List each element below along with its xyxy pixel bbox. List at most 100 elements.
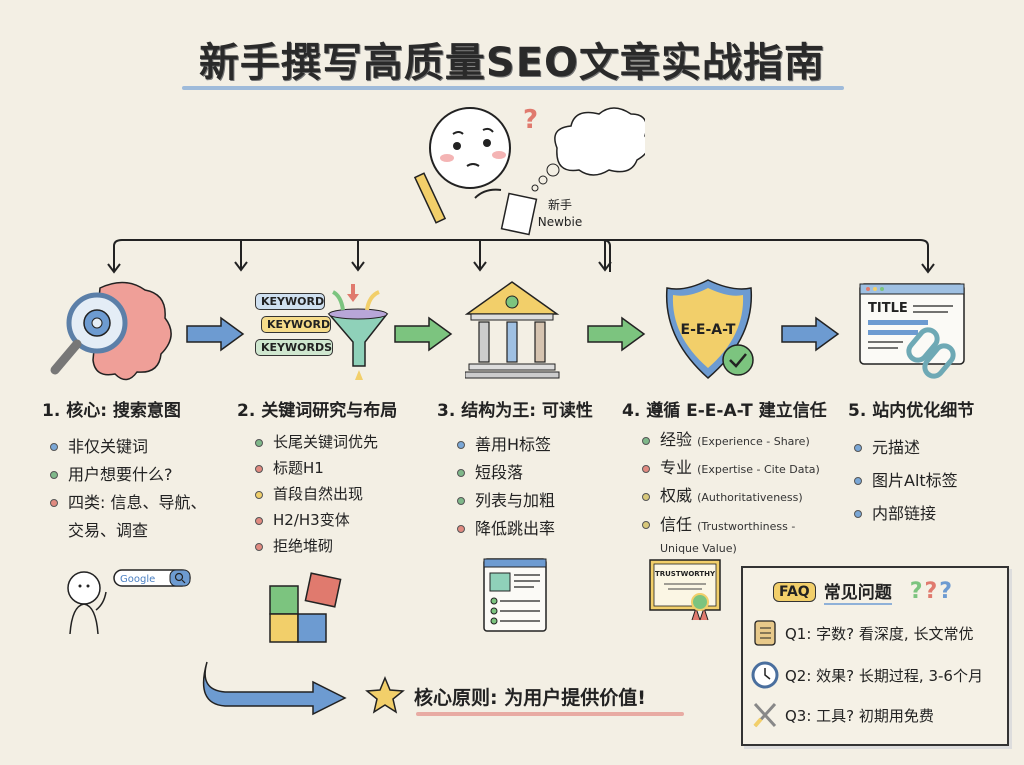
- bullet-dot-icon: [50, 471, 58, 479]
- list-item: 短段落: [457, 459, 617, 487]
- bullet-list: 长尾关键词优先 标题H1 首段自然出现 H2/H3变体 拒绝堆砌: [255, 429, 437, 559]
- list-item-text: 专业: [660, 458, 693, 477]
- bullet-dot-icon: [642, 465, 650, 473]
- eeat-shield-icon: E-E-A-T: [665, 279, 754, 379]
- list-item-english: (Trustworthiness - Unique Value): [660, 520, 796, 555]
- curved-arrow-icon: [202, 661, 347, 716]
- list-item-english: (Experience - Share): [697, 435, 810, 448]
- keyword-tag: KEYWORD: [255, 293, 325, 310]
- funnel-icon: [327, 284, 389, 380]
- bullet-list: 善用H标签 短段落 列表与加粗 降低跳出率: [457, 431, 617, 543]
- tools-icon: [753, 702, 777, 728]
- bullet-dot-icon: [642, 437, 650, 445]
- list-item-text: 拒绝堆砌: [273, 537, 334, 555]
- browser-title-link-icon: TITLE: [859, 283, 965, 379]
- svg-text:E-E-A-T: E-E-A-T: [681, 322, 736, 338]
- column-search-intent: 1. 核心: 搜索意图 非仅关键词 用户想要什么? 四类: 信息、导航、交易、调…: [42, 396, 222, 545]
- newbie-label-en: Newbie: [537, 215, 583, 229]
- faq-question: Q2: 效果? 长期过程, 3-6个月: [751, 660, 983, 690]
- list-item-text: 短段落: [475, 463, 524, 482]
- list-item-text: 四类: 信息、导航、交易、调查: [68, 493, 207, 540]
- list-item: 图片Alt标签: [854, 464, 1018, 497]
- bullet-dot-icon: [255, 517, 263, 525]
- principle-underline: [416, 712, 684, 716]
- arrow-right-icon: [781, 316, 840, 352]
- list-item-text: 用户想要什么?: [68, 465, 173, 484]
- bullet-dot-icon: [457, 497, 465, 505]
- brain-magnifier-gear-icon: [50, 281, 172, 381]
- list-item: 列表与加粗: [457, 487, 617, 515]
- faq-box: FAQ 常见问题 ??? Q1: 字数? 看深度, 长文常优 Q2: 效果? 长…: [741, 566, 1009, 746]
- column-structure: 3. 结构为王: 可读性 善用H标签 短段落 列表与加粗 降低跳出率: [437, 396, 617, 543]
- list-item: 善用H标签: [457, 431, 617, 459]
- bullet-dot-icon: [457, 441, 465, 449]
- list-item: 首段自然出现: [255, 481, 437, 507]
- list-item: 专业 (Expertise - Cite Data): [642, 455, 832, 483]
- svg-text:TITLE: TITLE: [868, 301, 908, 316]
- bullet-dot-icon: [457, 525, 465, 533]
- list-item: 标题H1: [255, 455, 437, 481]
- bullet-dot-icon: [255, 465, 263, 473]
- newbie-label-cn: 新手: [547, 198, 572, 212]
- certificate-icon: TRUSTWORTHY: [649, 559, 721, 621]
- list-item-text: 信任: [660, 515, 693, 534]
- faq-header: FAQ 常见问题 ???: [773, 578, 954, 605]
- bullet-list: 经验 (Experience - Share) 专业 (Expertise - …: [642, 427, 832, 559]
- list-item: 经验 (Experience - Share): [642, 427, 832, 455]
- arrow-right-icon: [587, 316, 646, 352]
- list-item-text: 列表与加粗: [475, 491, 556, 510]
- column-eeat: 4. 遵循 E-E-A-T 建立信任 经验 (Experience - Shar…: [622, 396, 832, 559]
- column-keyword-research: 2. 关键词研究与布局 长尾关键词优先 标题H1 首段自然出现 H2/H3变体 …: [237, 396, 437, 559]
- bullet-dot-icon: [255, 491, 263, 499]
- puzzle-icon: [269, 572, 342, 643]
- list-item-english: (Expertise - Cite Data): [697, 463, 820, 476]
- list-item-text: 标题H1: [273, 459, 324, 477]
- core-principle: 核心原则: 为用户提供价值!: [414, 687, 646, 709]
- list-item-text: 善用H标签: [475, 435, 552, 454]
- bullet-dot-icon: [854, 477, 862, 485]
- list-item-text: 长尾关键词优先: [273, 433, 379, 451]
- arrow-right-icon: [394, 316, 453, 352]
- list-item: 非仅关键词: [50, 433, 222, 461]
- column-onpage: 5. 站内优化细节 元描述 图片Alt标签 内部链接: [848, 396, 1018, 530]
- bullet-dot-icon: [50, 499, 58, 507]
- svg-text:?: ?: [523, 105, 538, 135]
- clock-icon: [751, 661, 779, 689]
- list-item-text: 首段自然出现: [273, 485, 364, 503]
- list-item-english: (Authoritativeness): [697, 491, 803, 504]
- arrow-right-icon: [186, 316, 245, 352]
- list-item-text: 降低跳出率: [475, 519, 556, 538]
- bullet-dot-icon: [255, 543, 263, 551]
- bullet-list: 元描述 图片Alt标签 内部链接: [854, 431, 1018, 530]
- keyword-tag: KEYWORD: [261, 316, 331, 333]
- list-item: 用户想要什么?: [50, 461, 222, 489]
- column-title: 1. 核心: 搜索意图: [42, 401, 181, 421]
- keyword-tags: KEYWORD KEYWORD KEYWORDS: [255, 293, 333, 356]
- svg-text:Google: Google: [120, 574, 155, 585]
- list-item-text: 经验: [660, 430, 693, 449]
- list-item: 长尾关键词优先: [255, 429, 437, 455]
- list-item: 内部链接: [854, 497, 1018, 530]
- bullet-dot-icon: [854, 444, 862, 452]
- list-item-text: 元描述: [872, 438, 921, 457]
- list-item: 元描述: [854, 431, 1018, 464]
- faq-badge: FAQ: [773, 581, 816, 602]
- list-item: 四类: 信息、导航、交易、调查: [50, 489, 210, 545]
- column-title: 5. 站内优化细节: [848, 401, 975, 421]
- star-icon: [365, 676, 405, 714]
- column-title: 3. 结构为王: 可读性: [437, 401, 593, 421]
- keyword-tag: KEYWORDS: [255, 339, 333, 356]
- list-item: 降低跳出率: [457, 515, 617, 543]
- bullet-dot-icon: [642, 521, 650, 529]
- bullet-dot-icon: [854, 510, 862, 518]
- faq-question-text: Q3: 工具? 初期用免费: [785, 706, 934, 725]
- list-item-text: 权威: [660, 486, 693, 505]
- bullet-list: 非仅关键词 用户想要什么? 四类: 信息、导航、交易、调查: [50, 433, 222, 545]
- faq-question: Q1: 字数? 看深度, 长文常优: [751, 618, 973, 648]
- list-item: 信任 (Trustworthiness - Unique Value): [642, 515, 822, 559]
- newbie-label: 新手 Newbie: [530, 197, 590, 231]
- list-item: 权威 (Authoritativeness): [642, 483, 832, 511]
- list-item-text: H2/H3变体: [273, 511, 350, 529]
- branch-arrows: [107, 239, 935, 274]
- bullet-dot-icon: [50, 443, 58, 451]
